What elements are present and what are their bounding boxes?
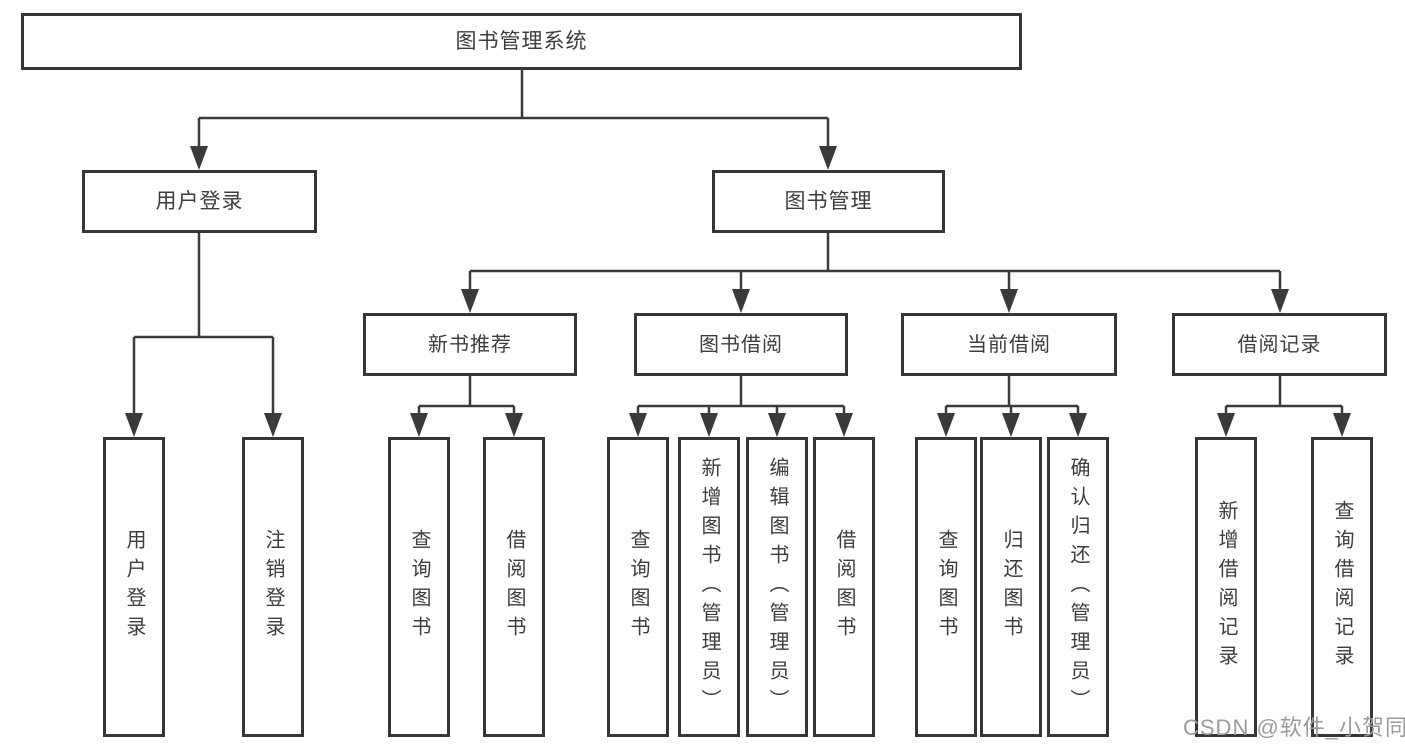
leaf-edit-book-admin: 编辑图书（管理员）	[746, 437, 808, 737]
leaf-borrow-books-recommend: 借阅图书	[483, 437, 545, 737]
node-current-borrowing: 当前借阅	[901, 313, 1117, 376]
leaf-query-books-recommend: 查询图书	[388, 437, 450, 737]
leaf-user-login: 用户登录	[103, 437, 165, 737]
leaf-query-borrow-record: 查询借阅记录	[1311, 437, 1373, 737]
leaf-logout: 注销登录	[242, 437, 304, 737]
csdn-watermark: CSDN @软件_小贺同学	[1183, 715, 1405, 740]
leaf-query-books-borrowing: 查询图书	[607, 437, 669, 737]
leaf-add-borrow-record: 新增借阅记录	[1195, 437, 1257, 737]
node-borrowing-records: 借阅记录	[1172, 313, 1387, 376]
node-user-login: 用户登录	[82, 170, 317, 233]
leaf-query-books-current: 查询图书	[915, 437, 977, 737]
node-library-management-system: 图书管理系统	[21, 13, 1022, 70]
leaf-borrow-books-borrowing: 借阅图书	[813, 437, 875, 737]
node-book-management: 图书管理	[712, 170, 945, 233]
node-book-borrowing: 图书借阅	[634, 313, 848, 376]
leaf-return-book: 归还图书	[980, 437, 1042, 737]
leaf-confirm-return-admin: 确认归还（管理员）	[1047, 437, 1109, 737]
node-new-book-recommendation: 新书推荐	[363, 313, 577, 376]
leaf-add-book-admin: 新增图书（管理员）	[678, 437, 740, 737]
